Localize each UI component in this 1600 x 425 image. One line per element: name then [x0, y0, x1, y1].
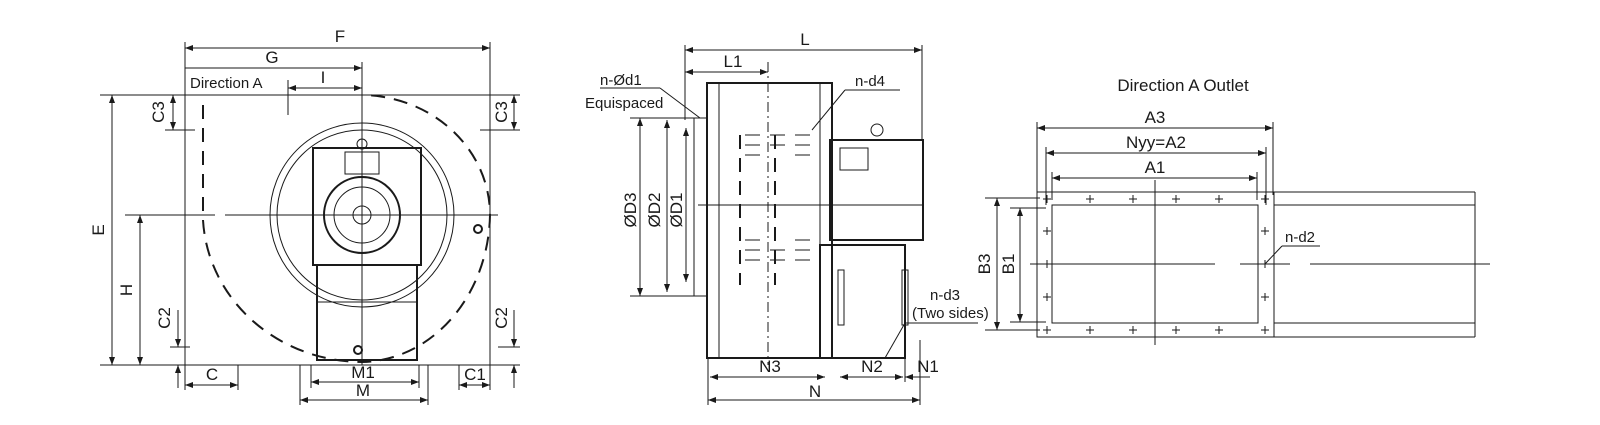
side-view: L1 L n-Ød1 Equispaced n-d4 ØD3 ØD2 ØD1 N…	[585, 30, 989, 405]
impeller-blades	[745, 134, 810, 261]
housing-side	[706, 82, 833, 359]
dim-d2-label: ØD2	[645, 193, 664, 228]
inlet-flange	[693, 117, 708, 297]
dim-n2-label: N2	[861, 357, 883, 376]
dim-i-label: I	[321, 68, 326, 87]
dim-g-label: G	[265, 48, 278, 67]
scroll-outline	[202, 94, 492, 364]
dim-l-label: L	[800, 30, 809, 49]
dim-e-label: E	[89, 224, 108, 235]
dim-c2-left-label: C2	[155, 307, 174, 329]
dim-f-label: F	[335, 27, 345, 46]
front-view: F G I Direction A E H C3 C3 C2 C2 C M1 M…	[89, 27, 520, 405]
direction-a-label: Direction A	[190, 75, 263, 92]
dim-a1-label: A1	[1145, 158, 1166, 177]
dim-d1-label: ØD1	[667, 193, 686, 228]
motor-stand	[316, 264, 418, 361]
dim-m1-label: M1	[351, 363, 375, 382]
dim-n-label: N	[809, 382, 821, 401]
dim-d3-label: ØD3	[621, 193, 640, 228]
dim-b1-label: B1	[999, 254, 1018, 275]
motor-frame	[312, 147, 422, 266]
dim-c-label: C	[206, 365, 218, 384]
motor-side	[829, 139, 924, 241]
holes-d3-label: n-d3	[930, 287, 960, 304]
dim-c3-left-label: C3	[149, 101, 168, 123]
dim-m-label: M	[356, 381, 370, 400]
casing-outline	[184, 94, 491, 366]
holes-d3-note: (Two sides)	[912, 305, 989, 322]
dim-c2-right-label: C2	[492, 307, 511, 329]
holes-d1-note: Equispaced	[585, 95, 663, 112]
dim-c3-right-label: C3	[492, 101, 511, 123]
dim-c1-label: C1	[464, 365, 486, 384]
dim-b3-label: B3	[975, 254, 994, 275]
motor-base	[819, 244, 906, 359]
dim-a2-label: Nyy=A2	[1126, 133, 1186, 152]
dim-l1-label: L1	[724, 52, 743, 71]
dim-a3-label: A3	[1145, 108, 1166, 127]
dim-h-label: H	[117, 284, 136, 296]
holes-d1-label: n-Ød1	[600, 72, 642, 89]
outlet-view: Direction A Outlet A3 Nyy=A2 A1 B3 B1 n-…	[975, 76, 1490, 345]
holes-d4-label: n-d4	[855, 73, 885, 90]
dim-n1-label: N1	[917, 357, 939, 376]
outlet-view-title: Direction A Outlet	[1117, 76, 1249, 95]
dim-n3-label: N3	[759, 357, 781, 376]
holes-d2-label: n-d2	[1285, 229, 1315, 246]
